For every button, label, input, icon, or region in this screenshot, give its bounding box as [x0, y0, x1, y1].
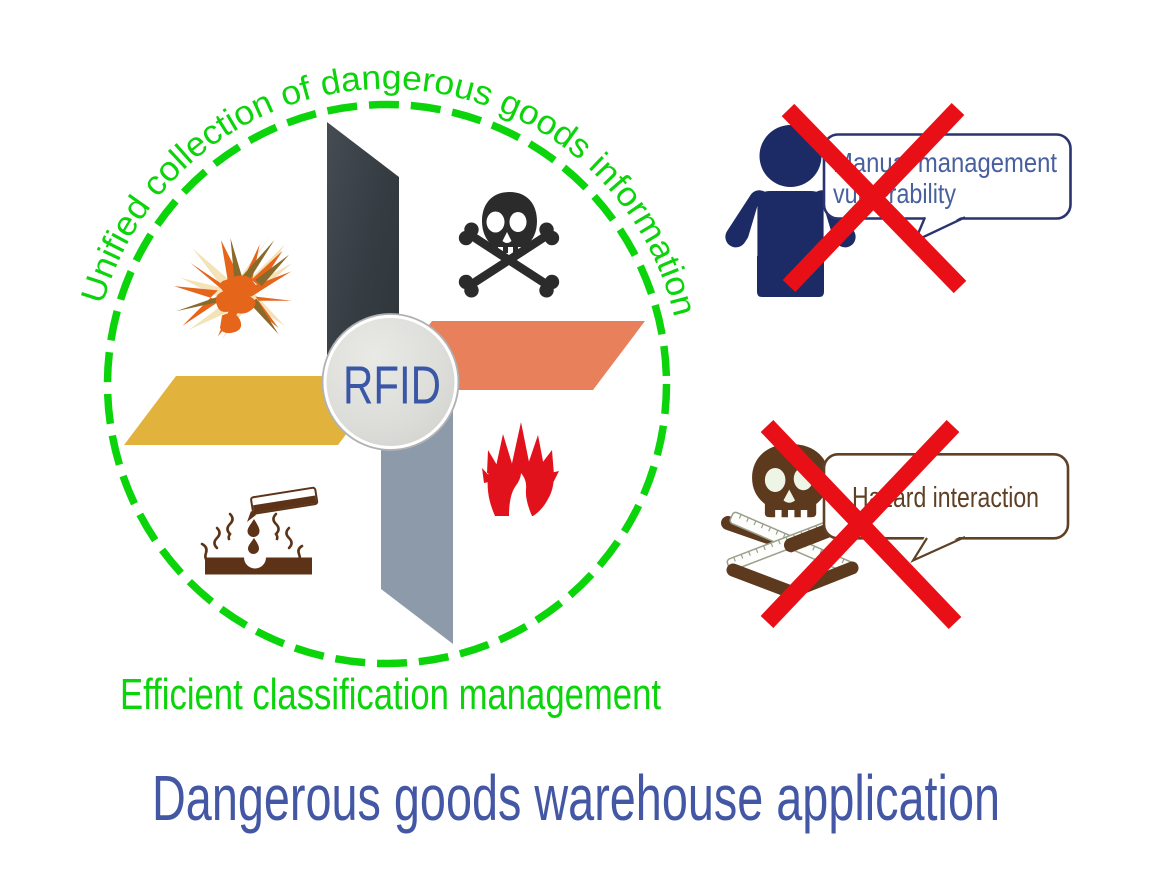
svg-text:Efficient classification manag: Efficient classification management [120, 671, 661, 719]
svg-text:RFID: RFID [343, 356, 441, 416]
svg-text:Manual management: Manual management [833, 147, 1057, 178]
svg-text:Dangerous goods warehouse appl: Dangerous goods warehouse application [152, 762, 1000, 834]
